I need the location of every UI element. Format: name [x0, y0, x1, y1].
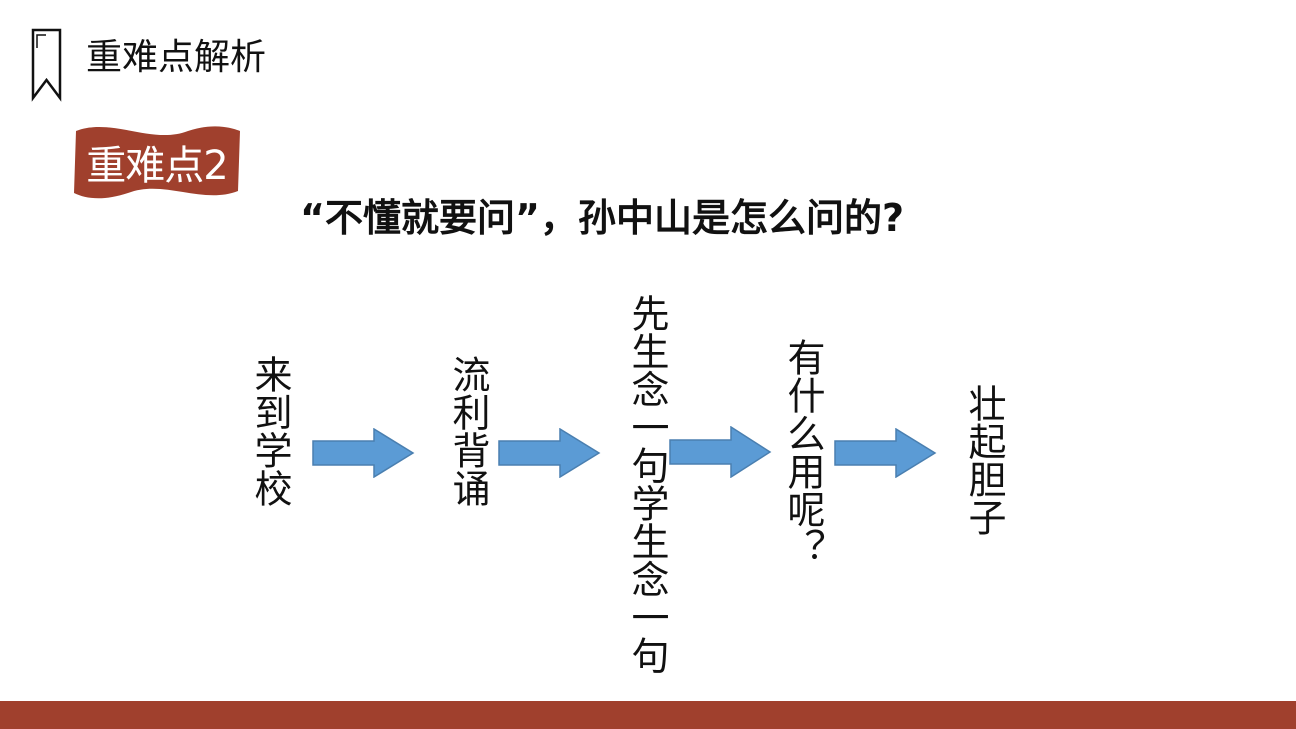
- page-title: 重难点解析: [86, 37, 267, 78]
- badge-label: 重难点2: [86, 143, 228, 189]
- right-arrow-icon: [312, 428, 415, 478]
- flow-step-recite-fluently: 流利背诵: [446, 355, 490, 507]
- section-badge: 重难点2: [72, 123, 242, 201]
- flow-step-summon-courage: 壮起胆子: [962, 384, 1006, 536]
- badge-flag-shape: [74, 126, 240, 199]
- right-arrow-icon: [834, 428, 937, 478]
- question-heading: “不懂就要问”，孙中山是怎么问的?: [300, 196, 904, 240]
- flow-step-teacher-reads: 先生念一句学生念一句: [625, 294, 669, 674]
- right-arrow-icon: [669, 426, 772, 478]
- flow-step-arrive-school: 来到学校: [248, 355, 292, 507]
- right-arrow-icon: [498, 428, 601, 478]
- bookmark-icon: [30, 28, 64, 102]
- footer-bar: [0, 701, 1296, 729]
- flow-step-what-use: 有什么用呢？: [781, 338, 825, 566]
